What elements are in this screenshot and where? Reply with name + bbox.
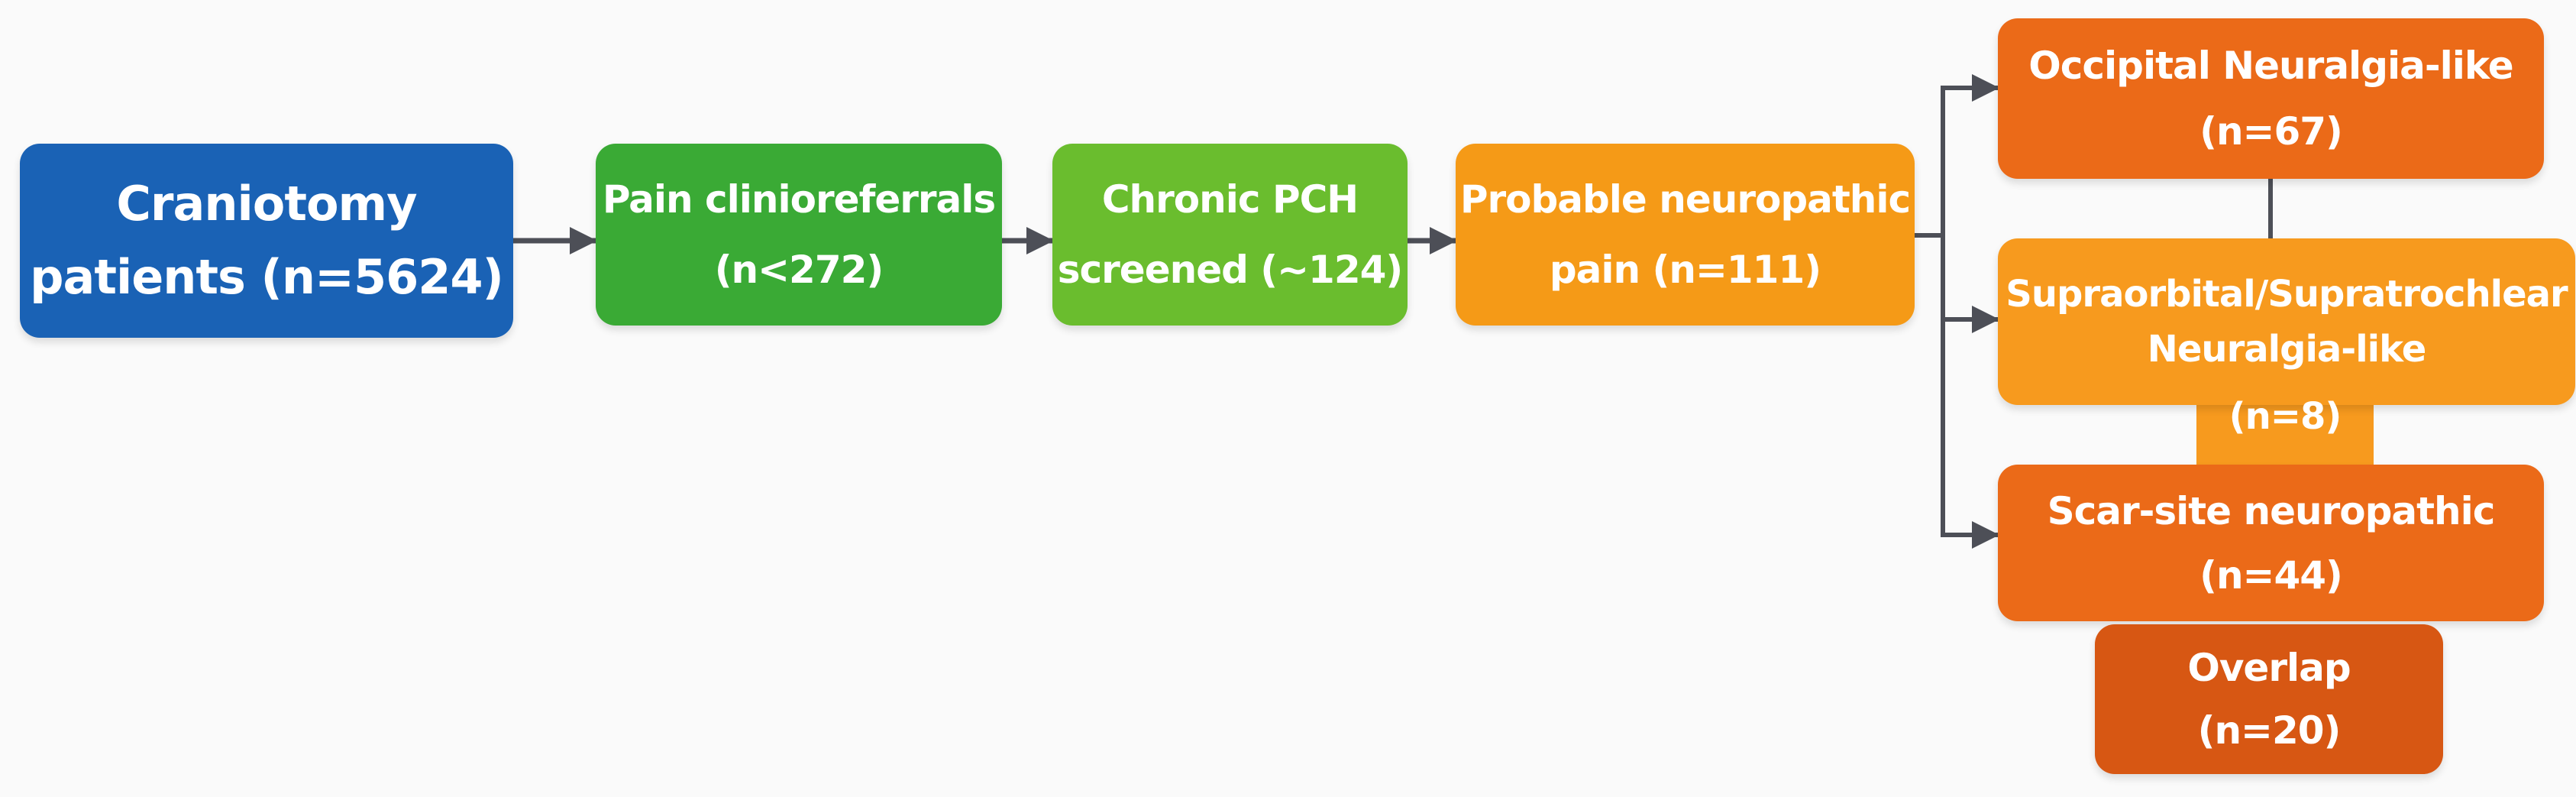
- node-pain-referrals-line1: Pain clinioreferrals: [602, 177, 996, 222]
- node-probable-neuropathic-line2: pain (n=111): [1549, 248, 1821, 292]
- node-probable-neuropathic-pain: Probable neuropathic pain (n=111): [1456, 144, 1915, 326]
- node-overlap-line2: (n=20): [2197, 708, 2342, 753]
- node-chronic-pch-line1: Chronic PCH: [1101, 177, 1359, 222]
- node-supraorbital-line3: (n=8): [2229, 395, 2342, 438]
- node-pain-referrals-line2: (n<272): [714, 248, 884, 292]
- node-pain-referrals: Pain clinioreferrals (n<272): [596, 144, 1002, 326]
- node-chronic-pch-line2: screened (~124): [1057, 248, 1404, 292]
- node-scar-site-line2: (n=44): [2199, 552, 2343, 598]
- node-scar-site-neuropathic: Scar-site neuropathic (n=44): [1998, 465, 2544, 621]
- node-craniotomy-line1: Craniotomy: [116, 176, 417, 232]
- node-overlap: Overlap (n=20): [2095, 624, 2443, 774]
- node-occipital-line2: (n=67): [2199, 109, 2343, 154]
- node-supraorbital-count: (n=8): [2196, 390, 2374, 443]
- connector-probable-to-branch: [1915, 88, 1945, 238]
- node-overlap-line1: Overlap: [2187, 646, 2351, 690]
- node-occipital-neuralgia: Occipital Neuralgia-like (n=67): [1998, 18, 2544, 179]
- node-craniotomy-line2: patients (n=5624): [30, 249, 504, 305]
- node-craniotomy-patients: Craniotomy patients (n=5624): [20, 144, 513, 338]
- node-supraorbital-line1: Supraorbital/Supratrochlear: [2006, 273, 2568, 316]
- connector-supraorbital-to-scar-site: [2196, 397, 2374, 468]
- node-supraorbital-line2: Neuralgia-like: [2147, 328, 2427, 371]
- node-scar-site-line1: Scar-site neuropathic: [2047, 488, 2496, 533]
- node-occipital-line1: Occipital Neuralgia-like: [2028, 44, 2513, 88]
- node-supraorbital-neuralgia: Supraorbital/Supratrochlear Neuralgia-li…: [1998, 238, 2575, 405]
- node-probable-neuropathic-line1: Probable neuropathic: [1459, 177, 1911, 222]
- node-chronic-pch: Chronic PCH screened (~124): [1052, 144, 1408, 326]
